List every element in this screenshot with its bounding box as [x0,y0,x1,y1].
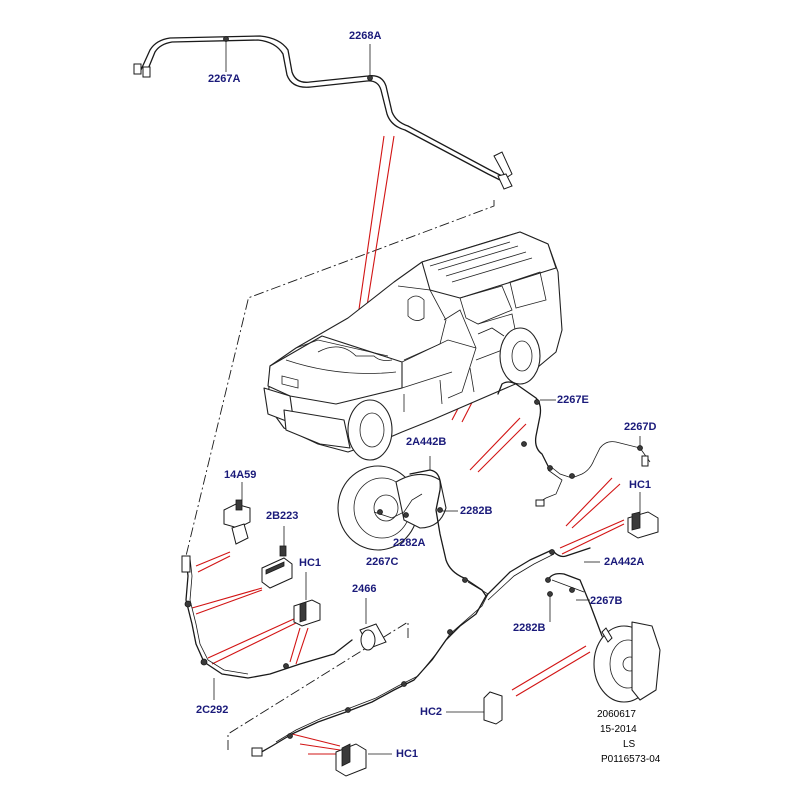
pipe-fitting-end [493,151,513,179]
footer-ref-4: P0116573-04 [601,754,661,765]
detail-boundary-line [247,200,495,300]
pipe-fitting-end [181,555,191,573]
rear-brake-pipes [497,381,651,507]
label-2268A: 2268A [349,30,382,42]
clip-HC1-right [627,492,659,539]
rear-brake-disc-assembly [545,572,661,703]
label-2466: 2466 [352,583,377,595]
detail-boundary-line [185,299,249,557]
label-2282B-mid: 2282B [460,505,493,517]
label-hc2: HC2 [420,706,443,718]
pipe-fitting-end [133,63,142,75]
label-2282B-low: 2282B [513,622,546,634]
front-brake-pipe-assembly [133,35,513,190]
component-2466 [359,598,387,651]
label-2A442A: 2A442A [604,556,645,568]
label-2267A: 2267A [208,73,241,85]
label-hc1-bottom: HC1 [396,748,419,760]
component-14A59 [223,482,251,545]
vehicle-illustration [263,231,563,461]
label-2267E: 2267E [557,394,589,406]
label-hc1-left: HC1 [299,557,322,569]
label-2A442B: 2A442B [406,436,447,448]
brake-caliper [395,473,447,529]
pipe-fitting-end [497,173,513,190]
detail-boundary-line [227,621,409,750]
clip-HC1-left [293,572,321,627]
label-2C292: 2C292 [196,704,229,716]
label-2B223: 2B223 [266,510,299,522]
pipe-clip [367,75,373,81]
main-brake-pipe-run [181,547,591,757]
label-2267C: 2267C [366,556,399,568]
label-2267B: 2267B [590,595,623,607]
pipe-fitting-end [142,66,151,78]
pipe-fitting-end [251,747,263,757]
footer-ref-3: LS [623,739,636,750]
label-2267D: 2267D [624,421,657,433]
footer-ref-2: 15-2014 [600,724,637,735]
label-14A59: 14A59 [224,469,257,481]
component-2B223 [261,526,293,589]
front-brake-disc-assembly [337,456,465,579]
clip-HC2 [446,691,503,725]
label-2282A: 2282A [393,537,426,549]
front-wheel [347,399,393,461]
rear-wheel [499,327,541,385]
label-hc1-top-right: HC1 [629,479,652,491]
footer-ref-1: 2060617 [597,709,636,720]
clip-HC1-bottom [335,743,392,777]
